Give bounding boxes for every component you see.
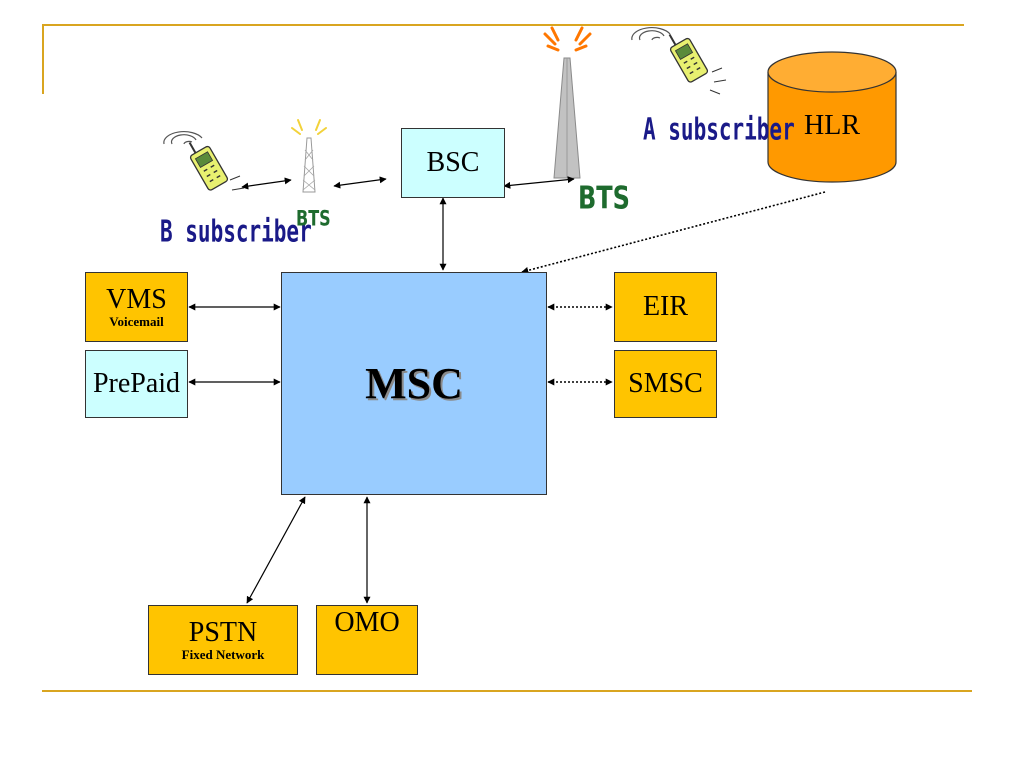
mobile-phone-icon-a (668, 34, 709, 83)
link-bts-bsc (333, 176, 387, 189)
link-bsub-bts (241, 177, 292, 190)
vms-sublabel: Voicemail (109, 313, 164, 329)
ring-marks-icon-a (709, 67, 727, 95)
radio-tower-icon-left (291, 119, 327, 193)
smsc-box: SMSC (614, 350, 717, 418)
prepaid-box: PrePaid (85, 350, 188, 418)
bsc-label: BSC (426, 147, 480, 179)
omo-box: OMO (316, 605, 418, 675)
ring-marks-icon-b (229, 175, 245, 191)
frame-top-line (42, 24, 964, 26)
radio-tower-icon-right (543, 26, 592, 179)
link-hlr-msc (521, 191, 826, 274)
bts-left-label: BTS (296, 205, 331, 231)
prepaid-label: PrePaid (92, 368, 181, 400)
pstn-label: PSTN (188, 616, 258, 648)
smsc-label: SMSC (628, 368, 703, 400)
pstn-box: PSTN Fixed Network (148, 605, 298, 675)
hlr-cylinder-icon (767, 51, 897, 183)
pstn-sublabel: Fixed Network (181, 646, 265, 662)
vms-box: VMS Voicemail (85, 272, 188, 342)
bts-right-label: BTS (578, 180, 630, 217)
eir-box: EIR (614, 272, 717, 342)
frame-left-line (42, 24, 44, 94)
link-pstn-msc (246, 496, 306, 604)
signal-waves-icon-a (631, 27, 671, 41)
frame-bottom-line (42, 690, 972, 692)
a-subscriber-label: A subscriber (643, 112, 795, 147)
msc-label: MSC (365, 359, 463, 408)
msc-box: MSC (281, 272, 547, 495)
link-bsc-btsright (503, 176, 575, 189)
mobile-phone-icon-b (188, 142, 229, 191)
bsc-box: BSC (401, 128, 505, 198)
hlr-label: HLR (804, 110, 860, 141)
vms-label: VMS (106, 283, 167, 315)
signal-waves-icon-b (163, 131, 203, 145)
eir-label: EIR (642, 291, 689, 323)
omo-label: OMO (334, 607, 400, 638)
b-subscriber-label: B subscriber (160, 214, 312, 249)
